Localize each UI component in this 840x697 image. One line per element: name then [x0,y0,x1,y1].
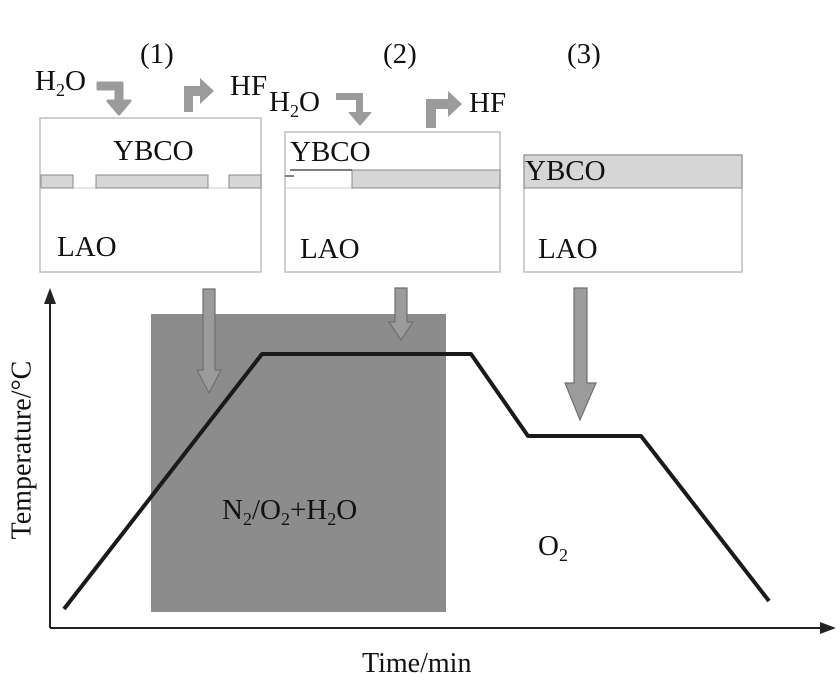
stage-2-h2o-label: H2O [269,86,320,121]
stage-1-h2o-in-arrow [96,81,132,116]
stage-3-down-arrow [564,287,597,422]
stage-3-layer [523,154,743,189]
stage-3-label: (3) [567,38,601,70]
stage-2-hf-label: HF [469,87,507,119]
x-axis-arrowhead [820,622,836,634]
stage-1-down-arrow [196,288,222,395]
stage-1-label: (1) [140,38,174,70]
dry-atmosphere-label: O2 [538,530,568,565]
stage-1-island-b [95,174,209,189]
stage-2-down-arrow [387,287,415,342]
stage-1-island-c [228,174,262,189]
y-axis-title: Temperature/°C [5,360,37,540]
stage-3-substrate-label: LAO [538,233,598,265]
y-axis-arrowhead [44,288,56,304]
stage-2-layer [351,169,501,189]
stage-1-h2o-label: H2O [35,65,86,100]
stage-2-label: (2) [383,38,417,70]
stage-1-substrate-label: LAO [57,231,117,263]
stage-1-island-a [40,174,74,189]
wet-atmosphere-region [151,314,446,612]
stage-2-h2o-in-arrow [336,93,372,126]
stage-2-film-label: YBCO [290,136,371,168]
stage-1-box [39,117,262,273]
stage-2-substrate-label: LAO [300,233,360,265]
stage-2-box [284,131,501,273]
stage-3-film-label: YBCO [525,155,606,187]
x-axis-title: Time/min [362,648,472,679]
stage-1-hf-out-arrow [184,78,214,112]
wet-atmosphere-label: N2/O2+H2O [222,494,358,529]
stage-1-hf-label: HF [230,70,268,102]
temperature-profile-line [62,352,771,611]
stage-2-hf-out-arrow [426,91,462,128]
stage-1-film-label: YBCO [113,135,194,167]
